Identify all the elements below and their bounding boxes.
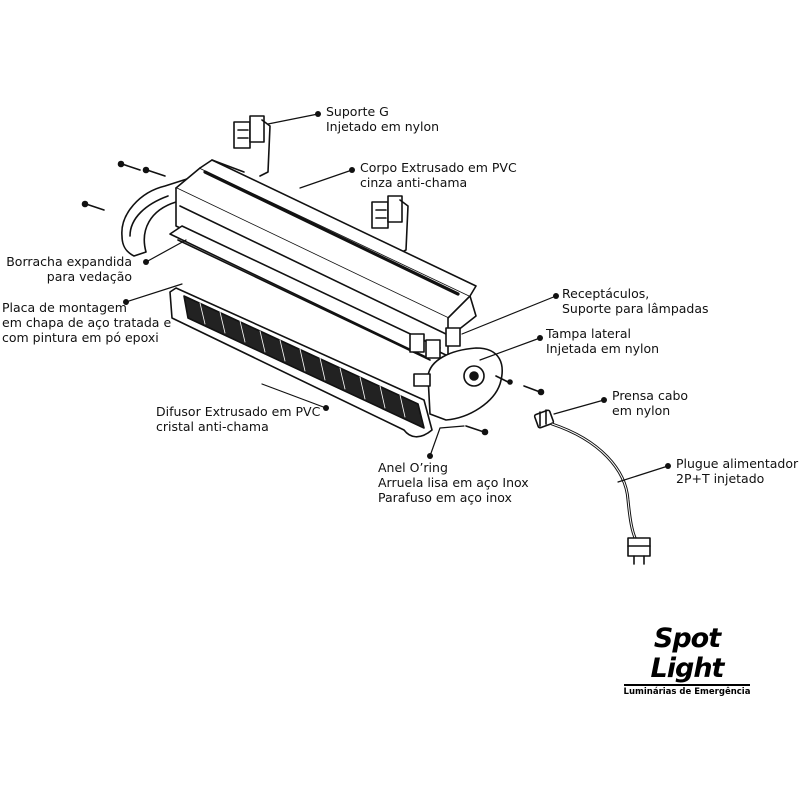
label-line: Injetado em nylon [326,119,440,134]
brand-tagline: Luminárias de Emergência [623,687,751,697]
label-line: Tampa lateral [546,326,631,341]
label-line: cristal anti-chama [156,419,269,434]
callout-dots [123,111,671,469]
brand-logo: Spot Light Luminárias de Emergência [622,624,752,698]
label-borracha: Borracha expandida para vedação [6,254,132,284]
screw-icon [81,200,105,211]
label-line: Plugue alimentador [676,456,799,471]
label-line: Suporte G [326,104,389,119]
leader-lines [125,113,669,483]
label-suporte-g: Suporte G Injetado em nylon [326,104,439,134]
screw-icon [142,166,166,177]
label-line: Anel O’ring [378,460,448,475]
cable-gland [533,409,555,429]
label-line: Placa de montagem [2,300,127,315]
label-line: cinza anti-chama [360,175,468,190]
label-line: 2P+T injetado [676,471,765,486]
power-cable [550,422,638,542]
label-placa: Placa de montagem em chapa de aço tratad… [2,300,171,345]
right-end-cap [413,347,503,421]
power-plug [627,537,651,565]
label-plugue: Plugue alimentador 2P+T injetado [676,456,798,486]
label-line: Borracha expandida [6,254,132,269]
bracket-g-left [233,115,271,177]
label-line: Difusor Extrusado em PVC [156,404,321,419]
label-line: Parafuso em aço inox [378,490,512,505]
label-corpo: Corpo Extrusado em PVC cinza anti-chama [360,160,517,190]
label-line: Arruela lisa em aço Inox [378,475,529,490]
diffuser [169,287,433,438]
label-prensa: Prensa cabo em nylon [612,388,688,418]
label-line: Receptáculos, [562,286,650,301]
label-line: para vedação [46,269,132,284]
screw-icon [117,160,141,171]
screw-icon [465,425,489,436]
body-extrusion [175,159,477,357]
logo-rule [624,684,750,686]
lamp-socket [409,327,461,359]
label-line: Injetada em nylon [546,341,660,356]
label-tampa: Tampa lateral Injetada em nylon [546,326,659,356]
screw-icon [495,375,513,385]
label-receptaculos: Receptáculos, Suporte para lâmpadas [562,286,709,316]
label-line: Suporte para lâmpadas [562,301,709,316]
label-anel: Anel O’ring Arruela lisa em aço Inox Par… [378,460,529,505]
bracket-g-right [371,195,409,255]
label-line: Prensa cabo [612,388,689,403]
label-difusor: Difusor Extrusado em PVC cristal anti-ch… [156,404,320,434]
label-line: em nylon [612,403,671,418]
brand-name: Spot Light [650,623,725,684]
label-line: em chapa de aço tratada e [2,315,172,330]
label-line: Corpo Extrusado em PVC [360,160,517,175]
label-line: com pintura em pó epoxi [2,330,159,345]
screw-icon [523,385,545,396]
